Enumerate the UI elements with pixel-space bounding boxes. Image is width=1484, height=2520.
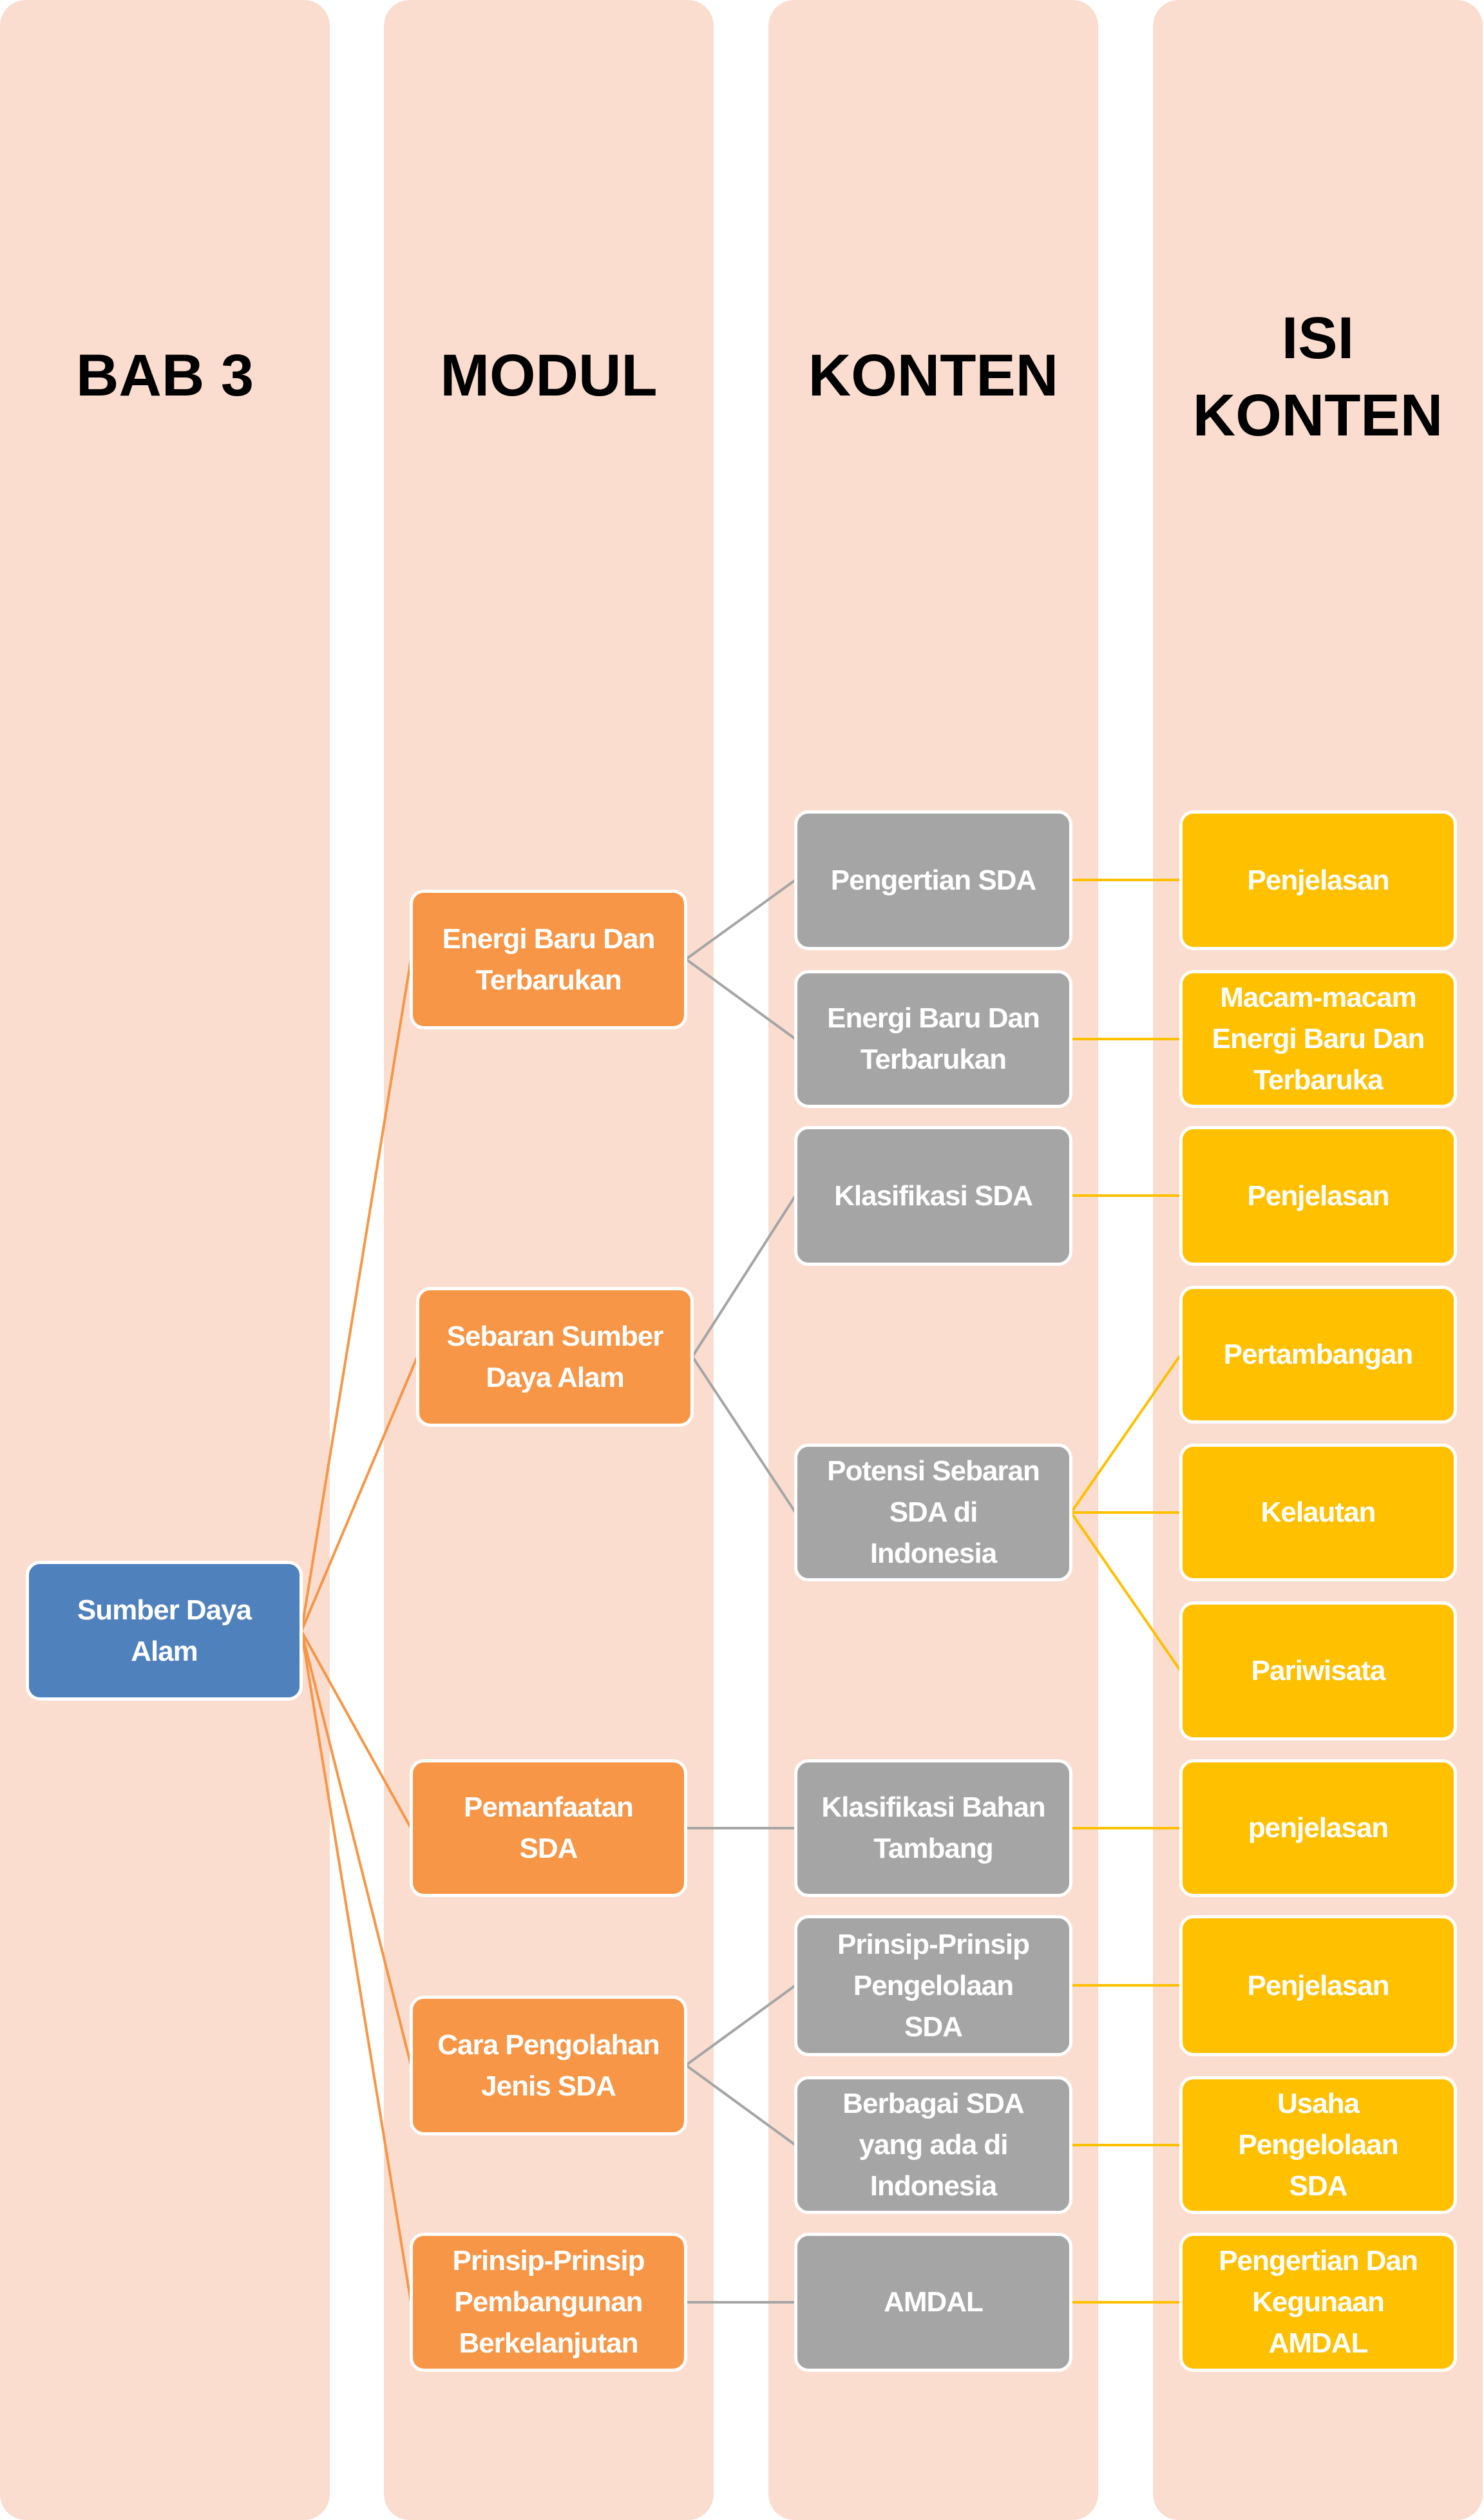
modul-node[interactable]: Energi Baru Dan Terbarukan [410, 890, 687, 1029]
isi-node[interactable]: Penjelasan [1179, 1126, 1457, 1266]
konten-node[interactable]: Berbagai SDA yang ada di Indonesia [794, 2076, 1072, 2214]
konten-node[interactable]: Prinsip-Prinsip Pengelolaan SDA [794, 1915, 1072, 2056]
isi-node[interactable]: penjelasan [1179, 1759, 1457, 1897]
modul-node[interactable]: Sebaran Sumber Daya Alam [416, 1287, 694, 1427]
root-node[interactable]: Sumber Daya Alam [26, 1561, 303, 1701]
header-konten: KONTEN [808, 343, 1059, 408]
isi-node[interactable]: Penjelasan [1179, 1915, 1457, 2056]
konten-node[interactable]: Klasifikasi Bahan Tambang [794, 1759, 1072, 1897]
column-bab: BAB 3 [0, 0, 330, 2520]
konten-node[interactable]: Potensi Sebaran SDA di Indonesia [794, 1444, 1072, 1581]
header-isi-line1: ISI [1281, 305, 1355, 371]
isi-node[interactable]: Pertambangan [1179, 1286, 1457, 1424]
konten-node[interactable]: Klasifikasi SDA [794, 1126, 1072, 1266]
isi-node[interactable]: Penjelasan [1179, 810, 1457, 950]
header-isi-line2: KONTEN [1192, 383, 1443, 448]
modul-node[interactable]: Pemanfaatan SDA [410, 1759, 687, 1897]
konten-connectors [1070, 879, 1182, 2304]
isi-node[interactable]: Pariwisata [1179, 1601, 1457, 1741]
header-modul: MODUL [440, 343, 658, 408]
modul-node[interactable]: Prinsip-Prinsip Pembangunan Berkelanjuta… [410, 2233, 687, 2372]
header-bab: BAB 3 [75, 343, 254, 408]
root-connectors [300, 959, 419, 2303]
isi-node[interactable]: Usaha Pengelolaan SDA [1179, 2076, 1457, 2214]
konten-node[interactable]: Energi Baru Dan Terbarukan [794, 970, 1072, 1108]
isi-node[interactable]: Kelautan [1179, 1444, 1457, 1581]
modul-connectors [685, 879, 797, 2304]
isi-node[interactable]: Macam-macam Energi Baru Dan Terbaruka [1179, 970, 1457, 1108]
konten-node[interactable]: AMDAL [794, 2233, 1072, 2372]
modul-node[interactable]: Cara Pengolahan Jenis SDA [410, 1996, 687, 2135]
konten-node[interactable]: Pengertian SDA [794, 810, 1072, 950]
isi-node[interactable]: Pengertian Dan Kegunaan AMDAL [1179, 2233, 1457, 2372]
